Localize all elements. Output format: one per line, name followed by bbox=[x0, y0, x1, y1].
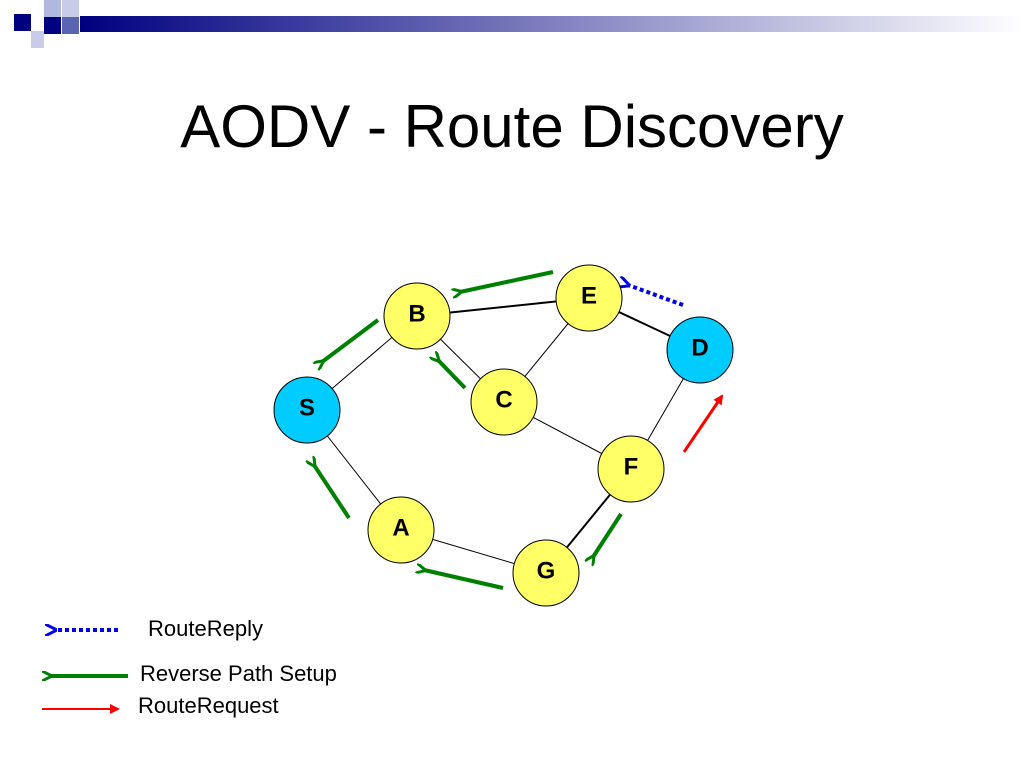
reverse-arrow-b-to-s bbox=[322, 318, 380, 362]
header-gradient-bar bbox=[80, 16, 1024, 32]
route-reply-arrow-d-to-e bbox=[628, 285, 684, 307]
reverse-arrow-e-to-b bbox=[460, 270, 554, 292]
slide-title: AODV - Route Discovery bbox=[180, 93, 844, 160]
node-e-label: E bbox=[581, 283, 597, 310]
node-a: A bbox=[367, 496, 435, 564]
node-c-label: C bbox=[495, 387, 512, 414]
reverse-arrow-g-to-a bbox=[424, 570, 504, 590]
node-a-label: A bbox=[392, 515, 409, 542]
node-b-circle bbox=[383, 282, 451, 350]
legend-route-request-label: RouteRequest bbox=[138, 693, 279, 718]
node-f: F bbox=[597, 435, 665, 503]
node-g-label: G bbox=[537, 558, 556, 585]
node-s: S bbox=[273, 376, 341, 444]
header-square-3 bbox=[62, 0, 79, 17]
node-c: C bbox=[470, 368, 538, 436]
legend-route-reply-label: RouteReply bbox=[148, 616, 263, 641]
node-s-circle bbox=[273, 376, 341, 444]
node-b-label: B bbox=[408, 301, 425, 328]
node-e: E bbox=[555, 264, 623, 332]
reverse-arrow-c-to-b bbox=[438, 360, 467, 390]
header-square-4 bbox=[44, 17, 61, 34]
node-g-circle bbox=[512, 539, 580, 607]
node-e-circle bbox=[555, 264, 623, 332]
node-s-label: S bbox=[299, 395, 315, 422]
header-square-5 bbox=[62, 17, 79, 34]
header-square-1 bbox=[14, 14, 31, 31]
header-square-6 bbox=[31, 31, 44, 48]
links-layer bbox=[306, 297, 701, 574]
node-f-label: F bbox=[624, 454, 639, 481]
header-decoration bbox=[14, 0, 1024, 48]
reverse-path-arrows bbox=[314, 270, 623, 590]
reverse-arrow-a-to-s bbox=[314, 465, 351, 520]
reverse-arrow-f-to-g bbox=[593, 512, 623, 557]
node-a-circle bbox=[367, 496, 435, 564]
route-request-arrow-f-to-d bbox=[682, 394, 724, 453]
node-f-circle bbox=[597, 435, 665, 503]
node-d: D bbox=[666, 316, 734, 384]
header-square-2 bbox=[44, 0, 61, 17]
node-d-label: D bbox=[691, 335, 708, 362]
legend-reverse-path-label: Reverse Path Setup bbox=[140, 661, 337, 686]
node-g: G bbox=[512, 539, 580, 607]
node-b: B bbox=[383, 282, 451, 350]
node-c-circle bbox=[470, 368, 538, 436]
nodes-layer: S A B C E F G D bbox=[273, 264, 734, 607]
legend: RouteReply Reverse Path Setup RouteReque… bbox=[42, 616, 337, 718]
node-d-circle bbox=[666, 316, 734, 384]
